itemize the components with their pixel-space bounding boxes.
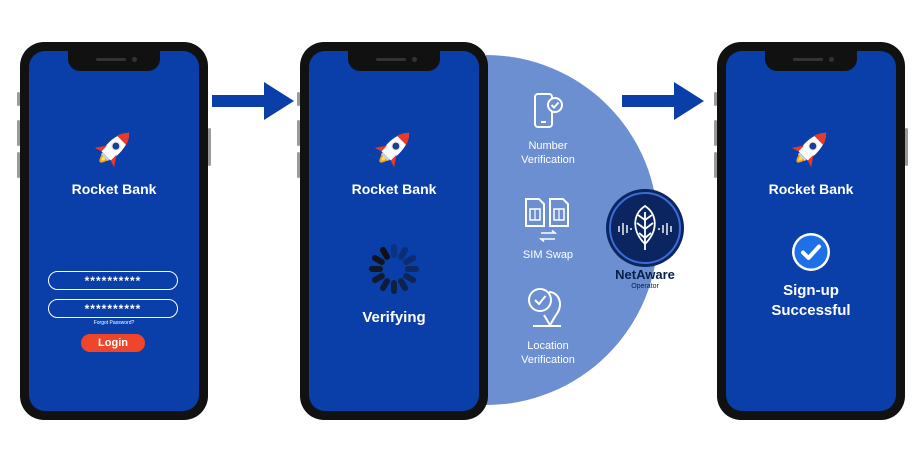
flow-arrow-icon [622, 82, 704, 120]
spinner-segment [380, 246, 390, 260]
flow-arrow-icon [212, 82, 294, 120]
login-button[interactable]: Login [81, 334, 145, 352]
phone-side-button [714, 120, 717, 146]
forgot-password-link[interactable]: Forgot Password? [93, 320, 135, 326]
login-phone: Rocket Bank ********** ********** Forgot… [17, 42, 211, 420]
spinner-segment [391, 280, 397, 294]
sim-swap-icon [525, 198, 569, 243]
phone-side-button [17, 120, 20, 146]
phone-notch [68, 51, 160, 71]
check-label-line: Verification [521, 354, 575, 367]
netaware-subtitle: Operator [631, 283, 659, 290]
check-label-line: SIM Swap [522, 249, 574, 261]
spinner-segment [398, 246, 408, 260]
check-circle-icon [792, 233, 830, 271]
check-label-line: Location [527, 340, 569, 352]
phone-side-button [17, 92, 20, 106]
password-field[interactable]: ********** [48, 299, 178, 318]
location-check-icon [528, 288, 561, 327]
check-label-number: Number Verification [493, 139, 603, 168]
verifying-status: Verifying [362, 309, 426, 326]
success-status-line: Successful [771, 302, 851, 320]
loading-spinner-icon [369, 244, 419, 294]
spinner-segment [398, 278, 409, 292]
phone-side-button [297, 120, 300, 146]
rocket-icon [94, 132, 130, 168]
phone-side-button [905, 128, 908, 166]
phone-check-icon [534, 93, 563, 128]
phone-side-button [297, 152, 300, 178]
spinner-segment [405, 266, 419, 272]
brand-name: Rocket Bank [768, 181, 854, 197]
spinner-segment [371, 273, 385, 284]
verifying-phone: Rocket Bank Verifying [297, 42, 488, 420]
spinner-segment [403, 273, 417, 283]
check-label-location: Location Verification [493, 339, 603, 368]
check-label-line: Verification [521, 154, 575, 167]
rocket-icon [791, 132, 827, 168]
phone-side-button [714, 92, 717, 106]
check-label-line: Number [528, 140, 568, 152]
login-screen: Rocket Bank ********** ********** Forgot… [29, 51, 199, 411]
success-screen: Rocket Bank Sign-up Successful [726, 51, 896, 411]
netaware-name: NetAware [615, 267, 675, 282]
phone-notch [765, 51, 857, 71]
success-status: Sign-up Successful [726, 281, 896, 322]
netaware-logo-icon [606, 189, 684, 267]
spinner-segment [391, 244, 397, 258]
rocket-icon [374, 132, 410, 168]
success-status-line: Sign-up [783, 282, 839, 299]
brand-name: Rocket Bank [71, 181, 157, 197]
success-phone: Rocket Bank Sign-up Successful [714, 42, 908, 420]
username-field[interactable]: ********** [48, 271, 178, 290]
phone-side-button [297, 92, 300, 106]
spinner-segment [403, 255, 417, 265]
phone-notch [348, 51, 440, 71]
brand-name: Rocket Bank [351, 181, 437, 197]
verifying-screen: Rocket Bank Verifying [309, 51, 479, 411]
phone-side-button [208, 128, 211, 166]
spinner-segment [380, 278, 390, 292]
phone-side-button [17, 152, 20, 178]
spinner-segment [371, 255, 385, 265]
check-label-sim: SIM Swap [493, 248, 603, 262]
phone-side-button [714, 152, 717, 178]
spinner-segment [369, 266, 383, 272]
